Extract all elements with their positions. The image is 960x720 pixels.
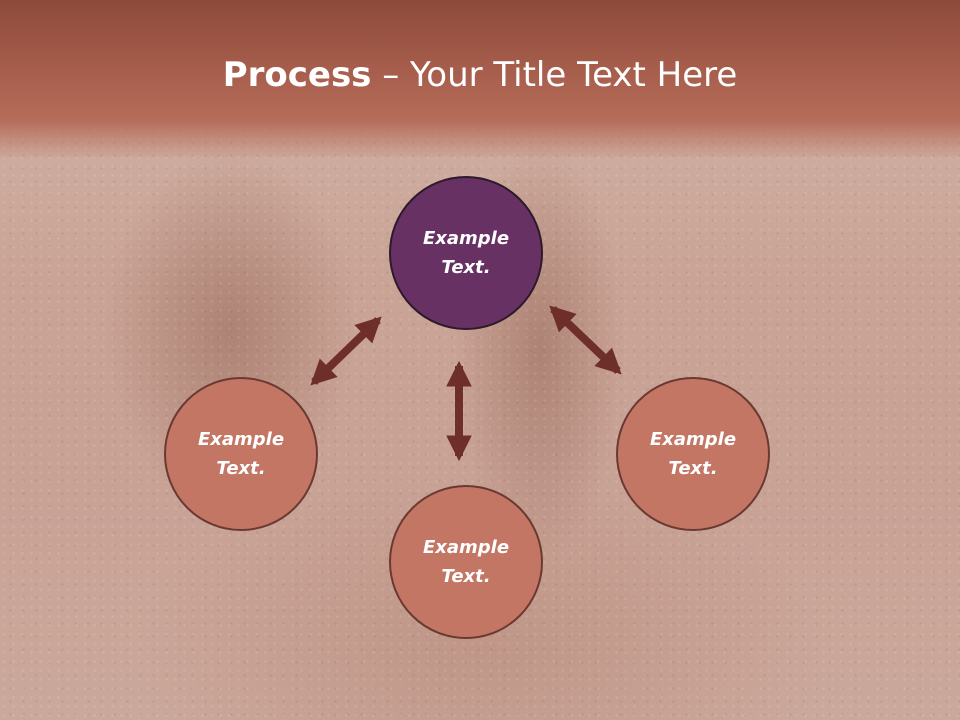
node-top: Example Text. (389, 176, 543, 330)
node-left: Example Text. (164, 377, 318, 531)
arrow-top-left (310, 316, 382, 386)
title-rest: – Your Title Text Here (371, 55, 738, 95)
arrow-top-right (549, 305, 622, 375)
node-left-line1: Example (197, 429, 285, 450)
node-right: Example Text. (616, 377, 770, 531)
node-bottom-line2: Text. (441, 566, 491, 587)
node-bottom-line1: Example (422, 537, 510, 558)
node-right-line1: Example (649, 429, 737, 450)
node-right-line2: Text. (668, 458, 718, 479)
node-top-line2: Text. (441, 257, 491, 278)
title-bold: Process (222, 55, 372, 95)
node-bottom: Example Text. (389, 485, 543, 639)
node-top-line1: Example (422, 228, 510, 249)
node-left-line2: Text. (216, 458, 266, 479)
slide-title: Process – Your Title Text Here (0, 52, 960, 98)
title-banner (0, 0, 960, 160)
